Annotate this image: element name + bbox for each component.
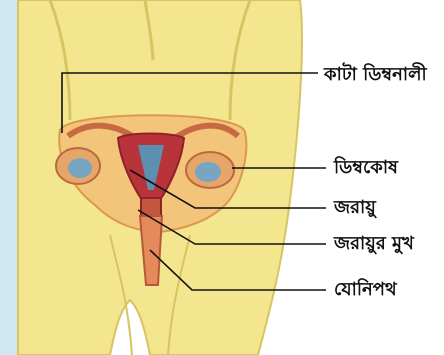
label-uterus: জরায়ু	[334, 199, 376, 217]
label-vagina: যোনিপথ	[334, 281, 397, 299]
label-cervix: জরায়ুর মুখ	[334, 235, 414, 253]
left-edge-background	[0, 0, 18, 355]
label-cut-fallopian-tube: কাটা ডিম্বনালী	[324, 66, 427, 84]
ovary-right-inner	[195, 162, 221, 182]
ovary-left-inner	[68, 158, 92, 178]
label-ovary: ডিম্বকোষ	[334, 159, 398, 177]
